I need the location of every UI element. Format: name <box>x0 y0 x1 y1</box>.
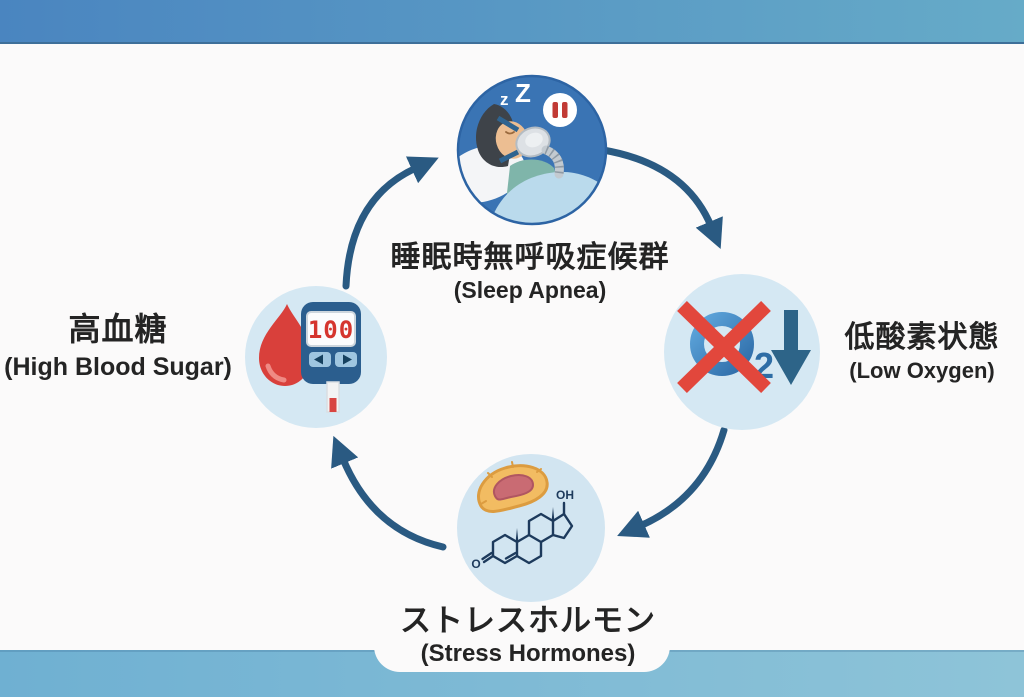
meter-reading: 100 <box>308 316 354 344</box>
red-cross-icon <box>677 300 771 394</box>
stress-hormones-title-ja: ストレスホルモン <box>400 603 656 638</box>
mask-straps <box>496 115 520 164</box>
cpap-mask-highlight <box>525 132 543 148</box>
snore-z-small: z <box>500 90 509 109</box>
sleep-circle-rim <box>456 74 608 226</box>
adrenal-gland-inner <box>493 474 535 501</box>
high-blood-sugar-title-en: (High Blood Sugar) <box>4 352 232 381</box>
node-sleep-apnea: z Z <box>454 72 610 228</box>
closed-eye <box>505 131 515 135</box>
label-high-blood-sugar: 高血糖 (High Blood Sugar) <box>2 311 234 381</box>
arrow-apnea-to-oxygen <box>599 146 723 250</box>
arrow-sugar-to-apnea <box>342 156 439 290</box>
label-sleep-apnea: 睡眠時無呼吸症候群 (Sleep Apnea) <box>280 241 780 303</box>
o2-crossed-out-icon: 2 <box>664 274 820 430</box>
glucose-meter-icon: 100 <box>245 286 387 428</box>
pause-bar-left <box>552 102 558 118</box>
ketone-o-label: O <box>471 557 480 571</box>
blood-drop-highlight <box>265 363 287 383</box>
low-oxygen-title-en: (Low Oxygen) <box>849 357 995 383</box>
label-stress-hormones: ストレスホルモン (Stress Hormones) <box>330 603 726 668</box>
sleeping-person-cpap-icon: z Z <box>456 74 608 226</box>
sleep-apnea-title-en: (Sleep Apnea) <box>453 276 607 303</box>
node-high-blood-sugar: 100 <box>243 284 389 430</box>
methyl-wedge-c10 <box>515 528 519 542</box>
high-blood-sugar-title-ja: 高血糖 <box>68 311 168 347</box>
pause-bar-right <box>562 102 568 118</box>
methyl-wedge-c13 <box>551 507 555 521</box>
stress-hormones-title-en: (Stress Hormones) <box>420 639 636 667</box>
snore-z-large: Z <box>515 78 531 108</box>
node-low-oxygen: 2 <box>662 272 822 432</box>
left-triangle-icon <box>314 354 323 365</box>
cpap-tube <box>541 145 564 179</box>
low-oxygen-title-ja: 低酸素状態 <box>844 321 1000 354</box>
arrow-stress-to-sugar <box>331 435 447 551</box>
bottom-label-notch <box>374 612 670 672</box>
oxygen-molecule-ring <box>690 312 754 376</box>
node-stress-hormones: O OH <box>455 452 607 604</box>
blood-drop-icon <box>259 304 311 386</box>
arrow-oxygen-to-stress <box>617 426 728 538</box>
down-arrow-icon <box>771 310 811 385</box>
right-triangle-icon <box>343 354 352 365</box>
label-low-oxygen: 低酸素状態 (Low Oxygen) <box>822 321 1022 383</box>
gland-texture-marks <box>480 461 542 505</box>
pause-bubble <box>543 93 577 127</box>
sleep-apnea-title-ja: 睡眠時無呼吸症候群 <box>390 241 670 274</box>
test-strip-tip <box>329 398 337 412</box>
meter-screen <box>306 311 356 347</box>
top-border-band <box>0 0 1024 44</box>
adrenal-gland-cortisol-icon: O OH <box>457 454 605 602</box>
hydroxyl-oh-label: OH <box>556 488 574 502</box>
